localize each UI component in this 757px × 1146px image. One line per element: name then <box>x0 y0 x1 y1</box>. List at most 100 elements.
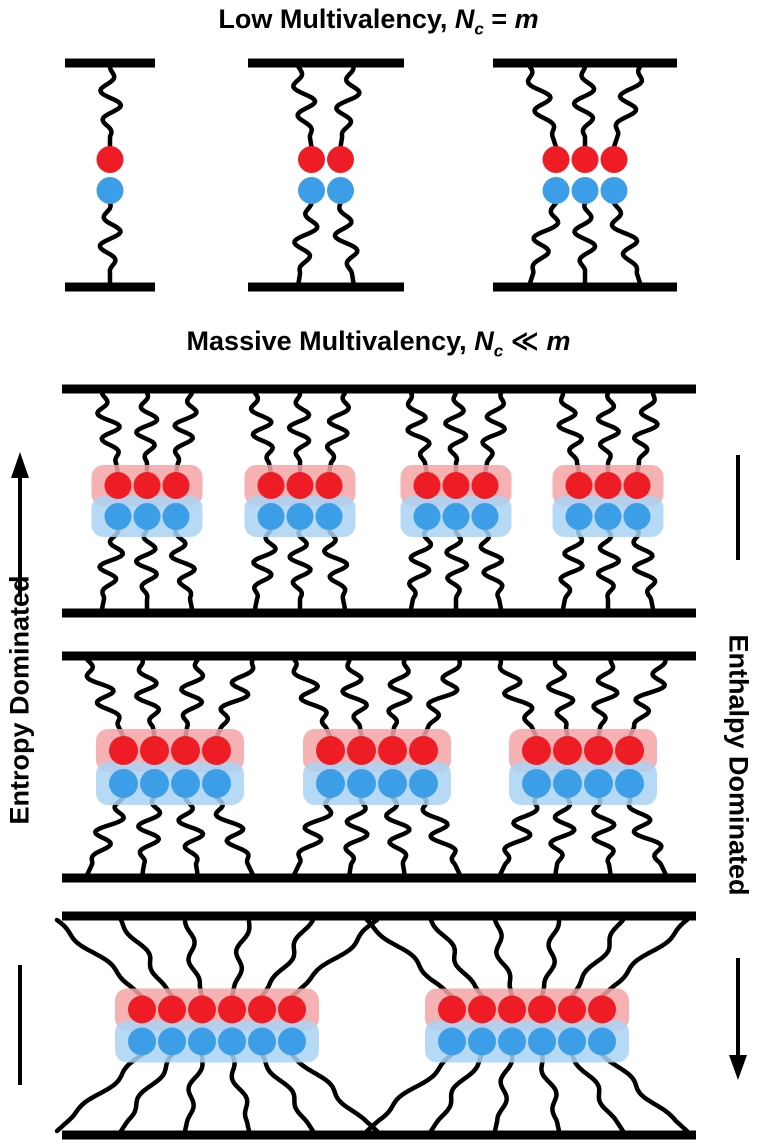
blue-bead <box>248 1027 276 1056</box>
blue-bead <box>409 769 438 798</box>
linker-strand <box>556 390 585 476</box>
linker-strand <box>631 390 660 476</box>
linker-strand <box>54 917 145 999</box>
low-title-prefix: Low Multivalency, <box>218 4 455 34</box>
red-bead <box>553 736 582 765</box>
red-bead <box>248 995 276 1024</box>
linker-strand <box>527 200 561 286</box>
linker-strand <box>289 917 380 999</box>
linker-strand <box>118 917 175 999</box>
linker-strand <box>84 657 126 740</box>
blue-bead <box>327 177 354 204</box>
blue-bead <box>188 1027 216 1056</box>
linker-strand <box>443 390 469 476</box>
linker-strand <box>182 1052 205 1134</box>
linker-strand <box>497 657 539 740</box>
blue-bead <box>96 177 124 204</box>
blue-bead <box>162 503 190 530</box>
linker-strand <box>364 917 455 999</box>
linker-strand <box>595 390 622 476</box>
red-bead <box>218 995 246 1024</box>
red-bead <box>498 995 526 1024</box>
blue-bead <box>128 1027 156 1056</box>
blue-bead <box>286 503 314 530</box>
linker-strand <box>134 390 160 476</box>
blue-bead <box>471 503 499 530</box>
linker-strand <box>571 64 597 150</box>
surface-plates <box>62 58 696 1140</box>
linker-strand <box>98 64 124 150</box>
linker-strand <box>599 917 690 999</box>
linker-strand <box>444 526 470 612</box>
blue-bead <box>522 769 551 798</box>
linker-strand <box>428 1052 485 1134</box>
linker-strand <box>428 917 485 999</box>
linker-strand <box>287 526 313 612</box>
red-bead <box>278 995 306 1024</box>
low-title-m: m <box>514 4 539 34</box>
linker-strand <box>133 526 159 612</box>
blue-bead <box>158 1027 186 1056</box>
linker-strand <box>286 390 312 476</box>
red-bead <box>571 146 599 173</box>
blue-bead <box>218 1027 246 1056</box>
linker-strand <box>259 1052 316 1134</box>
red-bead <box>133 472 161 499</box>
red-bead <box>315 472 343 499</box>
linker-strand <box>421 657 463 740</box>
blue-bead <box>413 503 441 530</box>
red-bead <box>594 472 622 499</box>
red-bead <box>615 736 644 765</box>
massive-title-subscript: c <box>493 341 504 361</box>
blue-bead <box>104 503 132 530</box>
linker-strand <box>599 1052 690 1134</box>
linker-strand <box>251 526 278 612</box>
blue-bead <box>553 769 582 798</box>
linker-strand <box>179 657 206 740</box>
linker-strand <box>626 794 668 877</box>
linker-strand <box>631 526 658 612</box>
red-bead <box>104 472 132 499</box>
linker-strand <box>97 526 125 612</box>
blue-bead <box>498 1027 526 1056</box>
linker-strand <box>492 1052 515 1134</box>
red-bead <box>378 736 407 765</box>
red-bead <box>96 146 124 173</box>
massive-title-relation: ≪ <box>503 326 547 356</box>
blue-bead <box>468 1027 496 1056</box>
linker-strand <box>229 917 252 999</box>
red-bead <box>584 736 613 765</box>
blue-bead <box>133 503 161 530</box>
entropy-arrowhead <box>11 452 29 478</box>
linker-strand <box>627 657 668 740</box>
low-multivalency-title: Low Multivalency, Nc = m <box>0 4 757 39</box>
red-bead <box>558 995 586 1024</box>
red-bead <box>438 995 466 1024</box>
linker-strand <box>611 64 645 150</box>
linker-strand <box>596 526 621 612</box>
red-bead <box>565 472 593 499</box>
linker-strand <box>386 657 413 740</box>
linker-strand <box>498 794 540 877</box>
linker-strand <box>97 200 123 286</box>
linker-strand <box>324 390 352 476</box>
red-bead <box>109 736 138 765</box>
blue-bead <box>442 503 470 530</box>
massive-title-n: N <box>474 326 494 356</box>
linker-strand <box>546 657 576 740</box>
massive-title-prefix: Massive Multivalency, <box>186 326 475 356</box>
red-bead <box>528 995 556 1024</box>
linker-strand <box>136 794 163 877</box>
red-bead <box>327 146 354 173</box>
linker-strand <box>291 657 333 740</box>
linker-strand <box>334 64 362 150</box>
linker-strand <box>172 390 199 476</box>
red-bead <box>286 472 314 499</box>
linker-strand <box>248 390 275 476</box>
blue-bead <box>438 1027 466 1056</box>
red-bead <box>623 472 651 499</box>
red-bead <box>128 995 156 1024</box>
entropy-dominated-label: Entropy Dominated <box>4 575 35 825</box>
linker-strand <box>492 917 515 999</box>
